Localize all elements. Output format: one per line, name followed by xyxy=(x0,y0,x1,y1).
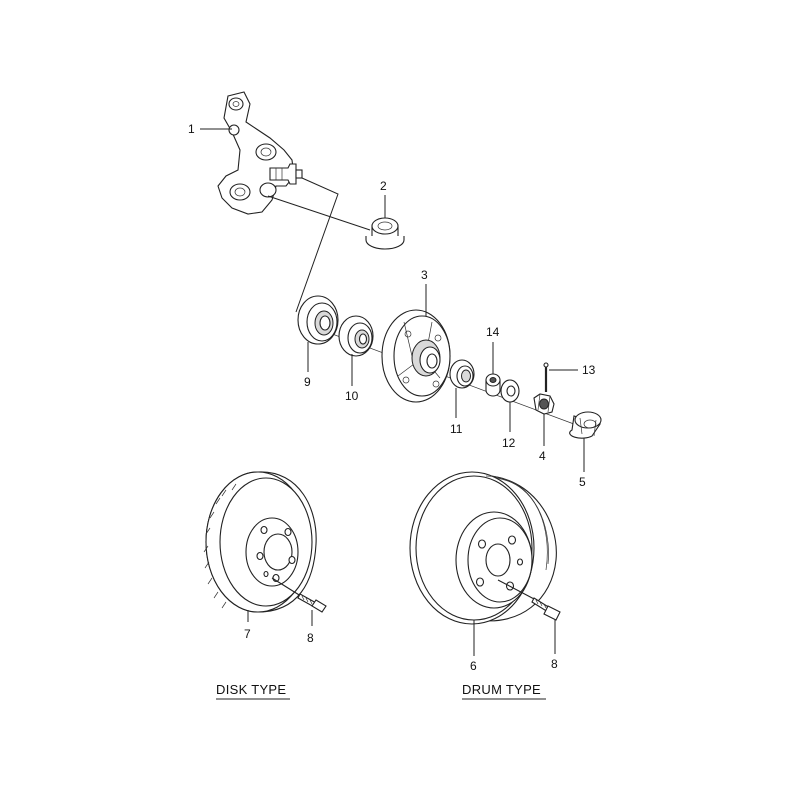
caption-disk-type: DISK TYPE xyxy=(216,682,286,697)
grease-cap xyxy=(569,411,602,439)
label-8a: 8 xyxy=(307,631,314,645)
label-6: 6 xyxy=(470,659,477,673)
label-13: 13 xyxy=(582,363,596,377)
castle-nut xyxy=(533,393,555,415)
label-11: 11 xyxy=(450,422,463,436)
washer xyxy=(500,379,520,403)
wheel-hub xyxy=(381,309,451,403)
bushing xyxy=(365,217,405,250)
outer-bearing-seal xyxy=(297,295,339,345)
caption-drum-type: DRUM TYPE xyxy=(462,682,541,697)
thrust-washer xyxy=(485,373,501,397)
label-4: 4 xyxy=(539,449,546,463)
label-14: 14 xyxy=(486,325,500,339)
label-2: 2 xyxy=(380,179,387,193)
steering-knuckle xyxy=(217,91,303,215)
label-12: 12 xyxy=(502,436,516,450)
label-1: 1 xyxy=(188,122,195,136)
drum-bolt xyxy=(497,579,561,621)
brake-disc xyxy=(203,471,317,613)
label-3: 3 xyxy=(421,268,428,282)
label-10: 10 xyxy=(345,389,359,403)
bearing-11 xyxy=(449,359,475,389)
cotter-pin xyxy=(543,362,549,392)
label-8b: 8 xyxy=(551,657,558,671)
label-9: 9 xyxy=(304,375,311,389)
bearing-10 xyxy=(338,315,374,357)
brake-drum xyxy=(409,471,557,625)
label-5: 5 xyxy=(579,475,586,489)
disc-bolt xyxy=(271,577,327,613)
label-7: 7 xyxy=(244,627,251,641)
